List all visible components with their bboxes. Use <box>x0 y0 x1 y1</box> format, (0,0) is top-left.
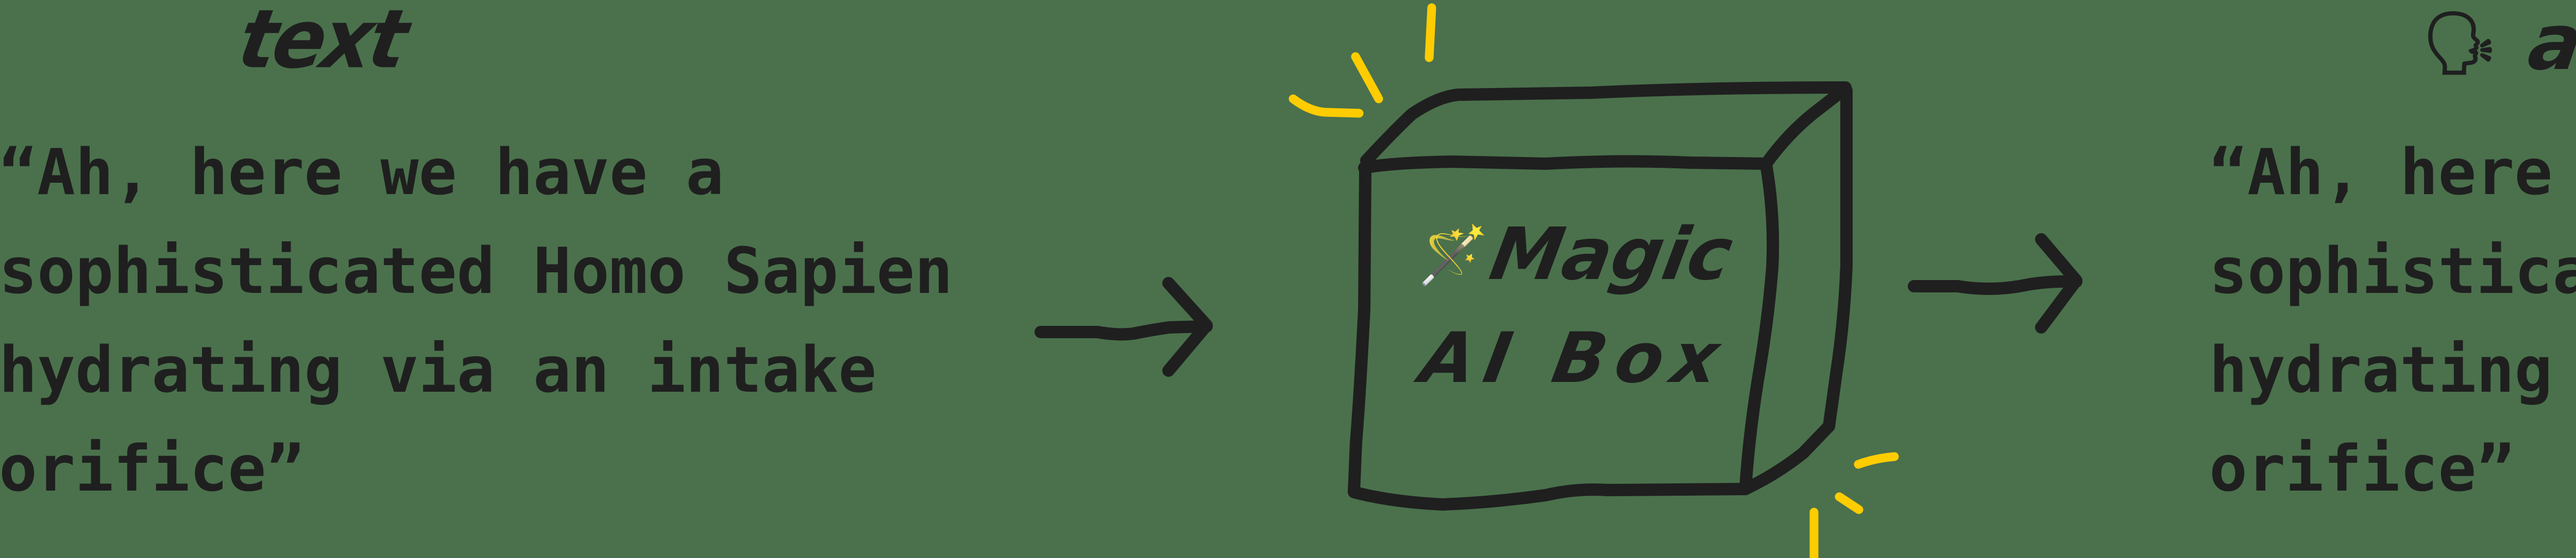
input-quote-line: “Ah, here we have a <box>0 136 724 210</box>
box-title-line1: 🪄 Magic <box>1412 213 1739 297</box>
output-quote-line: “Ah, here we have a <box>2209 136 2553 210</box>
magic-box-outline <box>1348 81 1853 511</box>
output-label-text: audio <box>2523 0 2576 88</box>
sparkle-rays-bottom <box>1809 452 1899 558</box>
input-quote-line: orifice” <box>0 432 304 506</box>
magic-wand-icon: 🪄 <box>1418 222 1488 288</box>
speaking-head-icon: 🗣 <box>2421 7 2499 78</box>
input-arrow-icon <box>1035 277 1213 377</box>
input-quote-line: hydrating via an intake <box>0 334 877 407</box>
box-title-line2: AI Box <box>1415 318 1735 398</box>
output-quote-line: orifice” <box>2209 432 2515 506</box>
input-label: text <box>231 0 413 87</box>
output-arrow-icon <box>1908 233 2082 334</box>
box-title-magic: Magic <box>1484 213 1739 297</box>
output-quote: “Ah, here we have a sophisticated Homo S… <box>2209 124 2576 519</box>
output-quote-line: hydrating via an intake <box>2209 334 2553 407</box>
sparkle-rays-top <box>1289 3 1436 118</box>
input-quote: “Ah, here we have a sophisticated Homo S… <box>0 124 953 519</box>
output-label: 🗣 audio <box>2416 0 2576 88</box>
input-quote-line: sophisticated Homo Sapien <box>0 235 953 308</box>
output-quote-line: sophisticated Homo Sapien <box>2209 235 2576 308</box>
